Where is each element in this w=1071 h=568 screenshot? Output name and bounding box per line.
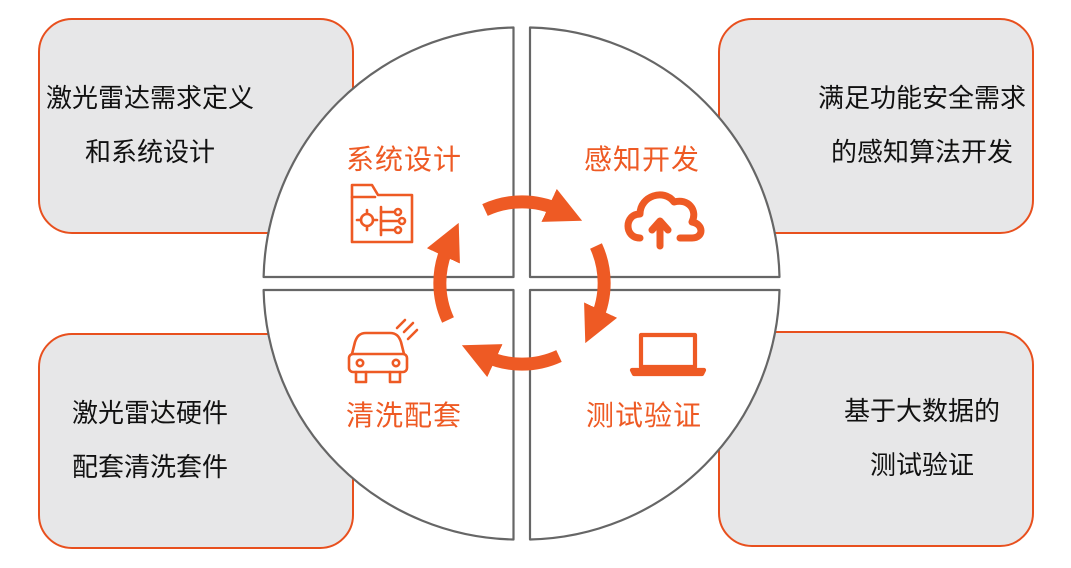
- card-line-1: 激光雷达硬件: [71, 399, 228, 429]
- system-design-folder-icon: [350, 183, 414, 244]
- laptop-icon: [629, 332, 707, 377]
- quadrant-label-testing: 测试验证: [586, 399, 703, 432]
- card-requirements-definition: 激光雷达需求定义 和系统设计: [38, 18, 354, 234]
- card-line-1: 激光雷达需求定义: [45, 84, 254, 114]
- card-line-1: 基于大数据的: [843, 397, 1000, 427]
- card-line-2: 和系统设计: [84, 138, 215, 168]
- quadrant-top-right: [528, 26, 781, 279]
- quadrant-label-cleaning: 清洗配套: [346, 399, 463, 432]
- quadrant-label-perception-dev: 感知开发: [584, 143, 701, 176]
- quadrant-top-left: [262, 26, 515, 279]
- quadrant-label-system-design: 系统设计: [346, 143, 463, 176]
- card-line-2: 的感知算法开发: [830, 138, 1013, 168]
- card-line-2: 测试验证: [869, 451, 974, 481]
- cloud-upload-icon: [624, 191, 705, 250]
- card-perception-algorithm: 满足功能安全需求 的感知算法开发: [718, 18, 1034, 234]
- quadrant-bottom-right: [528, 288, 781, 541]
- card-bigdata-testing: 基于大数据的 测试验证: [718, 331, 1034, 547]
- car-wash-icon: [347, 318, 419, 384]
- cycle-arrows-icon: [426, 188, 618, 378]
- card-line-2: 配套清洗套件: [71, 453, 228, 483]
- card-line-1: 满足功能安全需求: [817, 84, 1026, 114]
- quadrant-bottom-left: [262, 288, 515, 541]
